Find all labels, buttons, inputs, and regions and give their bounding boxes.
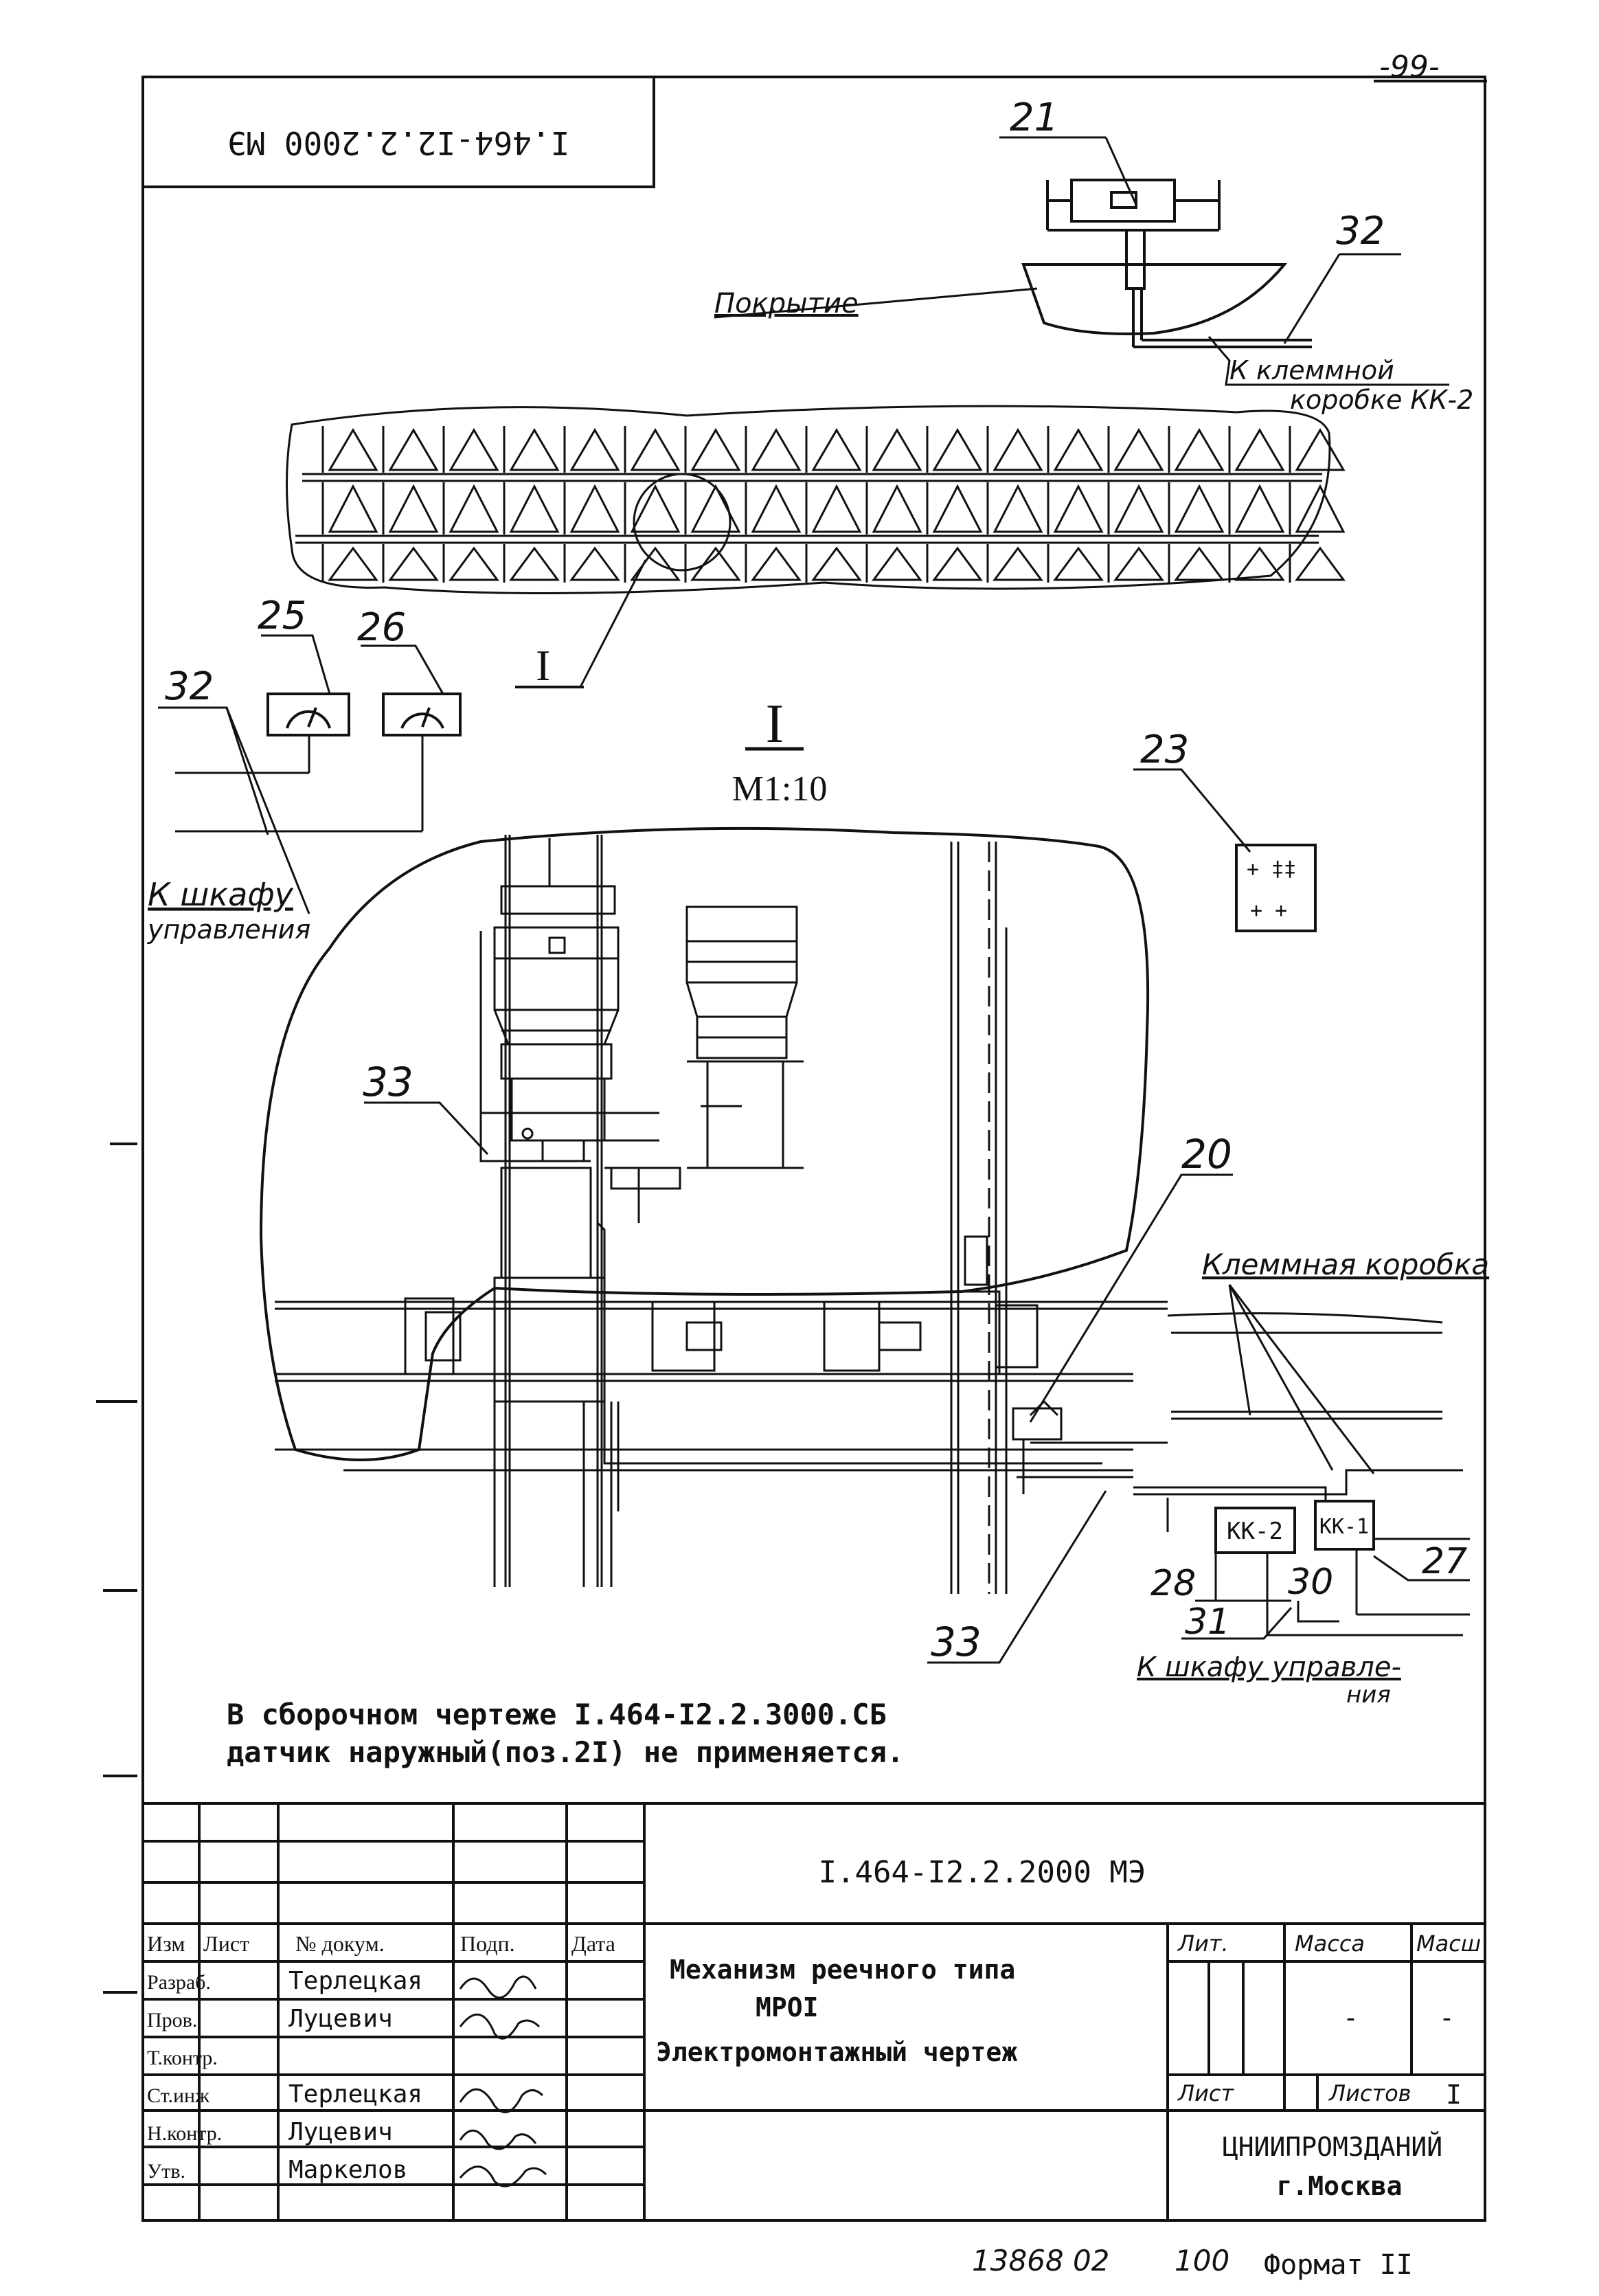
label-detail-ref: I [536,641,550,690]
lit-label: Лит. [1177,1931,1229,1957]
detail-scale: М1:10 [732,769,828,809]
title-row-role: Н.контр. [147,2122,222,2145]
note-line-1: В сборочном чертеже І.464-І2.2.3000.СБ [227,1698,887,1731]
label-to-cabinet-1: К шкафу [148,876,294,913]
title-block-rows: Разраб.ТерлецкаяПров.ЛуцевичТ.контр.Ст.и… [147,1967,422,2184]
label-pos27: 27 [1422,1541,1467,1582]
footer-sheet-no: 100 [1175,2244,1229,2277]
title-row-name: Луцевич [288,2005,393,2033]
margin-ticks [96,1143,137,1994]
footer-archive-no: 13868 02 [972,2244,1109,2277]
sheets-value: І [1446,2080,1462,2110]
hdr-docno: № докум. [295,1931,385,1956]
gauge-25 [266,693,350,736]
title-row-name: Терлецкая [288,1967,422,1995]
detail-title: I [766,694,784,754]
label-roofing: Покрытие [714,288,859,319]
hdr-change: Изм [147,1931,185,1956]
label-pos26: 26 [357,605,406,650]
label-pos33-top: 33 [363,1059,413,1105]
scale-label: Масш [1416,1931,1481,1957]
title-row-name: Терлецкая [288,2080,422,2108]
label-terminal-box: Клеммная коробка [1202,1248,1489,1281]
kk1-box [1314,1500,1375,1551]
title-row-role: Т.контр. [147,2047,218,2069]
terminal-box-section [1133,1284,1463,1532]
title-row-name: Маркелов [288,2156,407,2184]
label-pos20: 20 [1181,1131,1232,1178]
gauge-26 [382,693,462,736]
label-pos21: 21 [1010,95,1058,140]
hdr-sheet: Лист [203,1931,249,1956]
label-pos32-left: 32 [165,664,214,709]
label-to-cabinet-2: управления [147,914,310,945]
detail-break-outline [259,826,1150,1461]
note-line-2: датчик наружный(поз.2І) не применяется. [227,1735,904,1769]
page-number: -99- [1379,49,1440,85]
label-to-kk2-1: К клеммной [1229,355,1394,385]
title-doc-code: І.464-І2.2.2000 МЭ [819,1855,1146,1890]
title-row-role: Утв. [147,2160,185,2183]
label-pos25: 25 [258,594,306,638]
title-line-1: Механизм реечного типа [670,1955,1015,1985]
svg-text:+ +: + + [1250,899,1287,923]
label-kk2: КК-2 [1227,1518,1283,1545]
label-to-cabinet-b-2: ния [1346,1681,1391,1709]
org-line-1: ЦНИИПРОМЗДАНИЙ [1223,2132,1442,2162]
truss-cells [321,426,1346,583]
top-stamp-code: І.464-І2.2.2000 МЭ [227,124,570,161]
org-line-2: г.Москва [1276,2171,1402,2201]
drawing-frame [141,76,1486,2222]
label-pos32-top: 32 [1336,209,1385,254]
detail-mechanism [275,835,1168,1594]
signatures [459,1975,547,2187]
sensor-21 [1021,179,1312,348]
mass-value: - [1343,2003,1359,2033]
title-line-2: МРОІ [756,1992,819,2023]
title-row-name: Луцевич [288,2118,393,2146]
hdr-date: Дата [571,1931,615,1956]
title-line-3: Электромонтажный чертеж [656,2037,1017,2067]
label-pos33-bottom: 33 [931,1619,982,1665]
hdr-signature: Подп. [460,1931,515,1956]
label-pos23: 23 [1140,728,1189,772]
svg-text:+ ‡‡: + ‡‡ [1247,857,1296,881]
sheet-label: Лист [1177,2080,1234,2106]
title-row-role: Пров. [147,2009,197,2031]
gauge-wiring [175,707,424,914]
label-pos30: 30 [1288,1562,1333,1603]
title-block [143,1802,1485,2220]
title-row-role: Разраб. [147,1971,211,1994]
label-to-cabinet-b-1: К шкафу управле- [1137,1652,1401,1683]
terminal-block-23: + ‡‡ + + [1235,844,1317,932]
sheets-label: Листов [1328,2080,1411,2106]
label-pos28: 28 [1150,1563,1196,1604]
label-pos31: 31 [1185,1601,1230,1643]
footer-format: Формат ІІ [1264,2249,1413,2281]
label-kk1: КК-1 [1319,1515,1369,1539]
label-to-kk2-2: коробке КК-2 [1290,385,1473,415]
roof-truss-plan [286,405,1331,595]
detail-callout-circle [633,473,732,572]
mass-label: Масса [1295,1931,1365,1957]
title-row-role: Ст.инж [147,2084,209,2107]
scale-value: - [1439,2003,1455,2033]
top-stamp-box [141,76,655,188]
